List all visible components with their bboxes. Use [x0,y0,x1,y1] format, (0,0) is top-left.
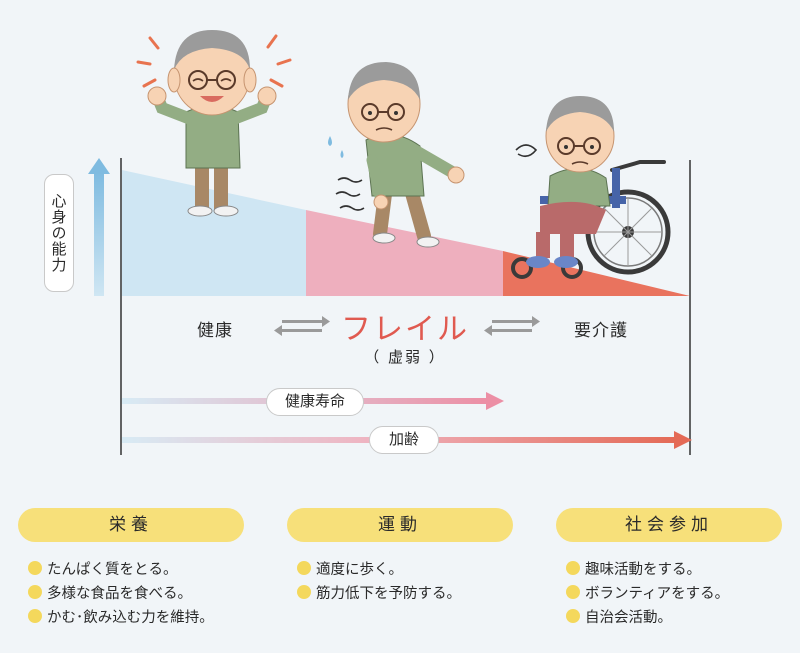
category-exercise: 運動 適度に歩く。 筋力低下を予防する。 [287,508,513,604]
bullet-dot [28,609,42,623]
aging-label: 加齢 [369,426,439,454]
list-item: 自治会活動。 [566,604,782,628]
capability-diagram [88,30,692,455]
list-item: 多様な食品を食べる。 [28,580,244,604]
bullet-dot [297,585,311,599]
list-item: たんぱく質をとる。 [28,556,244,580]
category-title: 運動 [287,508,513,542]
list-item: ボランティアをする。 [566,580,782,604]
stage-frailty-sublabel: （ 虚弱 ） [364,348,446,366]
category-title: 社会参加 [556,508,782,542]
bullet-dot [566,561,580,575]
list-item: 趣味活動をする。 [566,556,782,580]
list-item: かむ･飲み込む力を維持。 [28,604,244,628]
bullet-dot [566,585,580,599]
list-item: 適度に歩く。 [297,556,513,580]
health-frailty-two-way-arrow [274,316,330,336]
stage-health-label: 健康 [197,321,233,341]
category-title: 栄養 [18,508,244,542]
bullet-dot [28,561,42,575]
category-social: 社会参加 趣味活動をする。 ボランティアをする。 自治会活動。 [556,508,782,628]
list-item: 筋力低下を予防する。 [297,580,513,604]
health-segment [122,170,306,296]
stage-frailty-label: フレイル [341,312,469,347]
ability-up-arrow [88,158,110,296]
stage-care-label: 要介護 [574,321,628,341]
healthy-life-label: 健康寿命 [266,388,364,416]
frailty-segment [306,210,503,296]
care-elder-figure [511,96,671,279]
healthy-elder-figure [136,30,292,217]
bullet-dot [28,585,42,599]
frailty-care-two-way-arrow [484,316,540,336]
frail-elder-figure [328,62,465,248]
bullet-dot [566,609,580,623]
ability-axis-label: 心身の能力 [44,174,74,292]
category-nutrition: 栄養 たんぱく質をとる。 多様な食品を食べる。 かむ･飲み込む力を維持。 [18,508,244,628]
bullet-dot [297,561,311,575]
